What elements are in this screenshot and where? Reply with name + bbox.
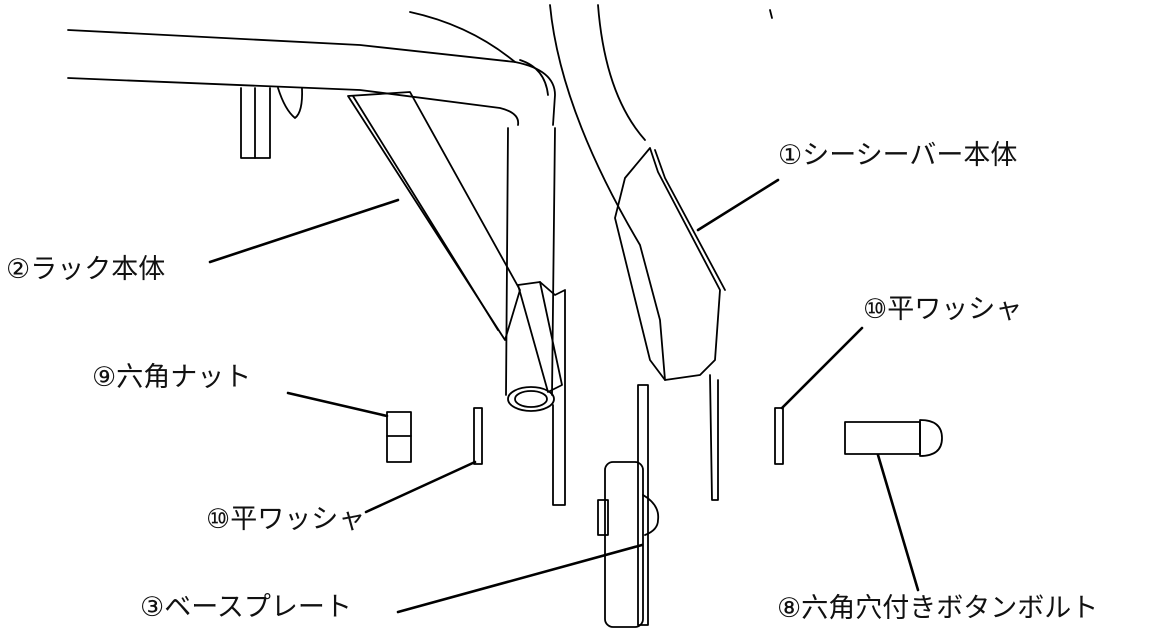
washers-part	[473, 407, 784, 465]
rack-body-part	[67, 11, 566, 506]
label-flat-washer-left: ⑩平ワッシャ	[206, 504, 366, 535]
leader-lines	[208, 178, 920, 614]
button-bolt-part	[844, 419, 943, 457]
label-seesaw-bar-body: ①シーシーバー本体	[778, 140, 1018, 171]
hex-nut-part	[386, 411, 412, 463]
label-flat-washer-right: ⑩平ワッシャ	[863, 294, 1023, 325]
label-rack-body: ②ラック本体	[6, 254, 166, 285]
label-base-plate: ③ベースプレート	[140, 592, 352, 623]
base-plate-part	[597, 384, 660, 628]
label-hex-socket-button-bolt: ⑧六角穴付きボタンボルト	[777, 593, 1099, 624]
seesaw-bar-body-part	[549, 4, 773, 501]
label-hex-nut: ⑨六角ナット	[92, 362, 252, 393]
